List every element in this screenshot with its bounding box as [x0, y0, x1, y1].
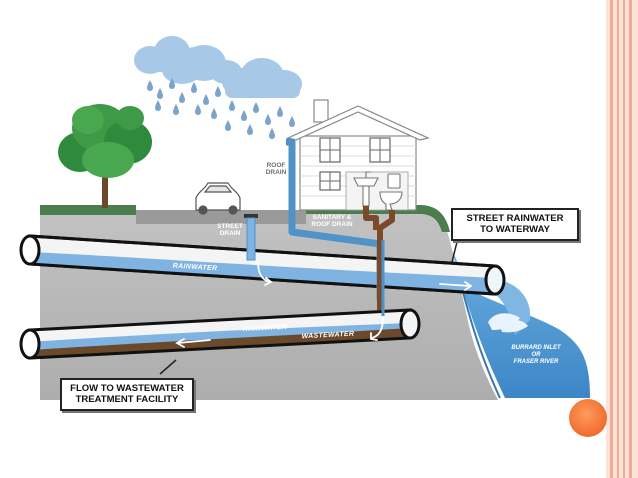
sanitary-roof-drain-label: SANITARY &ROOF DRAIN	[311, 214, 353, 229]
slide-border	[606, 0, 638, 478]
callout-connectors	[159, 237, 459, 375]
rain-drop	[269, 128, 275, 139]
flow-arrow-icon	[175, 261, 473, 348]
rain-drop	[173, 104, 179, 115]
rain-drop	[191, 82, 197, 93]
lower-combined-pipe	[19, 308, 421, 360]
grass-right	[306, 205, 450, 232]
rain-drop	[241, 110, 247, 121]
tree-icon	[58, 104, 152, 208]
rain-drop	[179, 92, 185, 103]
rain-drop	[157, 88, 163, 99]
toilet-icon	[379, 173, 403, 211]
rain-drop	[147, 80, 153, 91]
rain-drop	[155, 100, 161, 111]
rain-cloud-icon	[134, 36, 302, 139]
car-icon	[195, 182, 241, 215]
sanitary-pipe	[363, 206, 395, 310]
grass-left	[40, 205, 136, 215]
rain-drop	[169, 78, 175, 89]
rain-drop	[225, 120, 231, 131]
rain-drop	[211, 108, 217, 119]
house-icon	[286, 99, 430, 211]
soil-cross-section	[40, 210, 498, 400]
street-drain-pipe	[244, 214, 258, 261]
rain-drop	[289, 116, 295, 127]
rain-drop	[265, 114, 271, 125]
accent-dot	[569, 399, 607, 437]
rain-drop	[247, 124, 253, 135]
rain-drop	[215, 86, 221, 97]
rain-drop	[229, 100, 235, 111]
rain-drop	[195, 104, 201, 115]
rain-drop	[203, 94, 209, 105]
rain-drop	[253, 102, 259, 113]
river	[452, 250, 590, 399]
rain-drop	[277, 106, 283, 117]
street-surface	[136, 210, 306, 224]
